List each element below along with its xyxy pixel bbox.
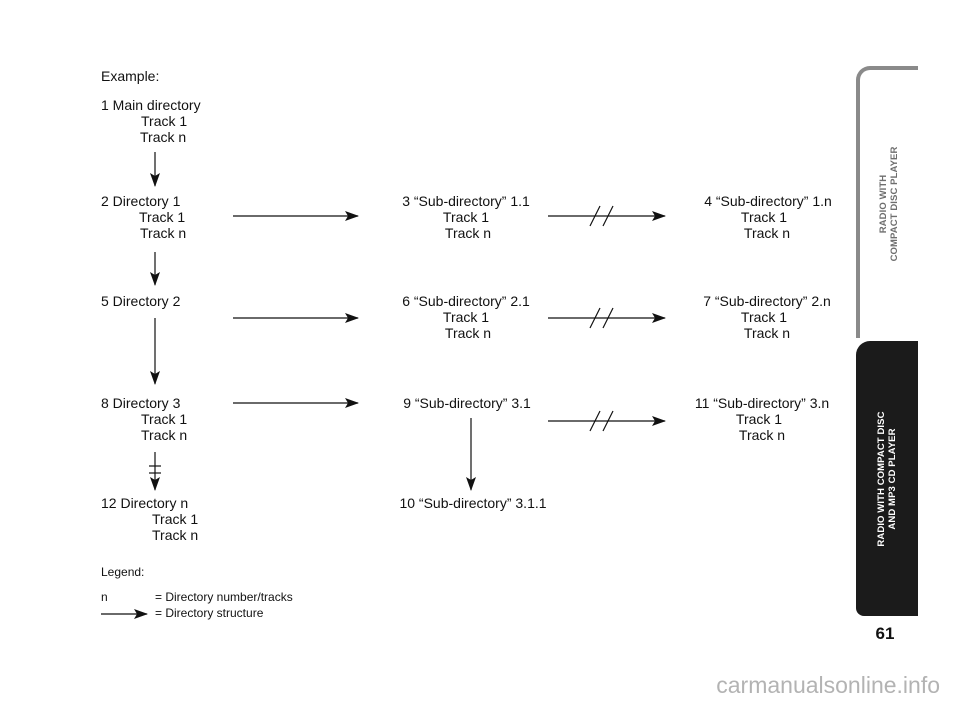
page-number: 61	[875, 624, 895, 643]
directory-1-track1: Track 1	[139, 209, 186, 225]
side-tab-bottom-line1: RADIO WITH COMPACT DISC	[876, 410, 887, 547]
legend-arrow-description: = Directory structure	[155, 606, 264, 620]
legend-title: Legend:	[101, 565, 145, 579]
main-directory-trackn: Track n	[140, 129, 187, 145]
watermark: carmanualsonline.info	[716, 672, 940, 698]
side-tab-radio-cd: RADIO WITH COMPACT DISC PLAYER	[856, 66, 918, 338]
sub-3-n-track1: Track 1	[735, 411, 783, 427]
side-tab-bottom-line2: AND MP3 CD PLAYER	[887, 427, 898, 530]
directory-3-track1: Track 1	[141, 411, 188, 427]
legend-n-description: = Directory number/tracks	[155, 590, 293, 604]
sub-2-n-title: 7 “Sub-directory” 2.n	[703, 293, 831, 309]
directory-n-title: 12 Directory n	[101, 495, 189, 511]
directory-1-title: 2 Directory 1	[101, 193, 181, 209]
directory-n-track1: Track 1	[152, 511, 199, 527]
sub-3-n-title: 11 “Sub-directory” 3.n	[694, 395, 830, 411]
main-directory-track1: Track 1	[141, 113, 188, 129]
sub-3-1-title: 9 “Sub-directory” 3.1	[403, 395, 531, 411]
sub-2-n-track1: Track 1	[740, 309, 788, 325]
side-tab-radio-cd-mp3: RADIO WITH COMPACT DISC AND MP3 CD PLAYE…	[856, 341, 918, 616]
side-tab-radio-cd-label: RADIO WITH COMPACT DISC PLAYER	[878, 147, 900, 262]
sub-1-n-title: 4 “Sub-directory” 1.n	[704, 193, 832, 209]
sub-1-1-title: 3 “Sub-directory” 1.1	[402, 193, 530, 209]
sub-1-1-track1: Track 1	[442, 209, 490, 225]
directory-2-title: 5 Directory 2	[101, 293, 181, 309]
main-directory-title: 1 Main directory	[101, 97, 201, 113]
sub-3-n-trackn: Track n	[738, 427, 786, 443]
directory-3-trackn: Track n	[141, 427, 188, 443]
side-tab-radio-cd-mp3-label: RADIO WITH COMPACT DISC AND MP3 CD PLAYE…	[876, 411, 898, 546]
directory-1-trackn: Track n	[140, 225, 187, 241]
directory-3-title: 8 Directory 3	[101, 395, 181, 411]
sub-2-1-track1: Track 1	[442, 309, 490, 325]
side-tab-top-line2: COMPACT DISC PLAYER	[889, 146, 900, 262]
directory-n-trackn: Track n	[152, 527, 199, 543]
sub-1-1-trackn: Track n	[444, 225, 492, 241]
sub-3-1-1-title: 10 “Sub-directory” 3.1.1	[399, 495, 547, 511]
sub-2-1-trackn: Track n	[444, 325, 492, 341]
sub-2-1-title: 6 “Sub-directory” 2.1	[402, 293, 530, 309]
example-label: Example:	[101, 68, 160, 84]
sub-2-n-trackn: Track n	[743, 325, 791, 341]
side-tab-top-line1: RADIO WITH	[878, 174, 889, 234]
legend-n-symbol: n	[101, 590, 108, 604]
sub-1-n-track1: Track 1	[740, 209, 788, 225]
sub-1-n-trackn: Track n	[743, 225, 791, 241]
